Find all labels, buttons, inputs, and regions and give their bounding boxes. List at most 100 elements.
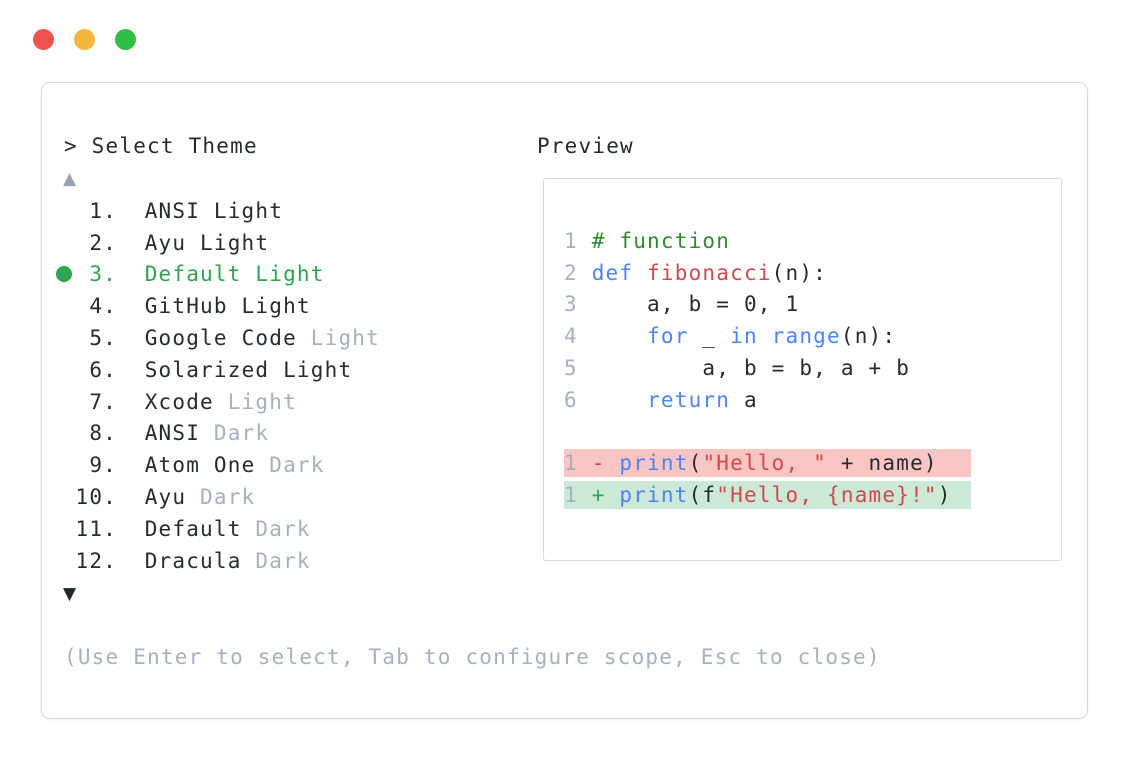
marker-spacer [56,513,76,545]
item-name: Google Code [144,326,297,351]
item-variant: Dark [213,421,270,446]
item-variant: Light [213,198,284,223]
marker-spacer [56,227,76,259]
item-name: ANSI [144,198,201,223]
code-token: in [730,324,758,349]
marker-spacer [56,195,76,227]
item-name: Solarized [144,357,270,382]
line-number: 1 [564,483,578,508]
item-number: 3. [89,262,117,287]
code-line: 4 for _ in range(n): [564,320,1061,352]
window-controls [33,29,136,50]
code-line: 3 a, b = 0, 1 [564,289,1061,321]
code-token: print [619,483,689,508]
item-name: Ayu [144,485,187,510]
code-token: return [647,387,731,412]
item-variant: Dark [255,548,311,573]
marker-spacer [56,418,76,450]
code-token: (n): [771,260,828,285]
item-variant: Dark [200,485,256,510]
marker-spacer [56,354,76,386]
code-token: ( [688,451,703,476]
diff-added-line: 1+ print(f"Hello, {name}!") [564,479,1061,511]
code-token: a, b = b, a + b [591,356,911,381]
item-number: 6. [89,357,117,382]
line-number: 1 [564,228,578,253]
code-token: def [591,260,634,285]
item-name: Default [144,516,242,541]
item-number: 9. [89,453,117,478]
marker-spacer [56,386,76,418]
theme-list-item[interactable]: 10. Ayu Dark [56,481,380,513]
code-token [633,261,647,285]
code-line: 6 return a [564,384,1061,416]
item-name: Dracula [144,548,242,573]
theme-list-item[interactable]: 11. Default Dark [56,513,380,545]
code-token: print [619,451,689,476]
item-name: GitHub [144,294,228,319]
traffic-light-minimize-button[interactable] [74,29,95,50]
line-number: 6 [564,387,578,412]
code-token: + [591,483,620,508]
theme-list-item[interactable]: 8. ANSI Dark [56,418,380,450]
item-number: 11. [75,516,118,541]
selected-item-dot-icon [56,259,76,291]
item-name: Default [144,262,242,287]
traffic-light-zoom-button[interactable] [115,29,136,50]
code-token: (n): [840,324,897,349]
diff-removed-line: 1- print("Hello, " + name) [564,448,1061,480]
item-number: 4. [89,294,117,319]
line-number: 1 [564,451,578,476]
code-token: "Hello, {name}!" [716,483,938,508]
item-name: ANSI [144,421,201,446]
traffic-light-close-button[interactable] [33,29,54,50]
scroll-up-icon[interactable]: ▲ [63,169,77,189]
code-token: a, b = 0, 1 [591,292,800,317]
item-number: 10. [75,485,118,510]
theme-list-item[interactable]: 6. Solarized Light [56,354,380,386]
item-variant: Dark [255,516,311,541]
code-line: 5 a, b = b, a + b [564,352,1061,384]
marker-spacer [56,481,76,513]
diff-highlight: 1- print("Hello, " + name) [564,449,971,478]
code-token: for [647,324,689,349]
code-token [592,388,647,412]
item-name: Ayu [144,230,187,255]
theme-list-item[interactable]: 12. Dracula Dark [56,545,380,577]
code-token: range [771,324,841,349]
marker-spacer [56,545,76,577]
code-token: + name) [827,451,938,476]
code-token [758,324,772,348]
item-name: Xcode [144,389,214,414]
code-line [564,416,1061,448]
code-line: 1# function [564,225,1061,257]
item-variant: Light [227,389,297,414]
code-token: "Hello, " [702,451,828,476]
item-number: 7. [89,389,117,414]
item-number: 12. [75,548,118,573]
scroll-down-icon[interactable]: ▼ [63,584,77,604]
line-number: 3 [564,292,578,317]
item-variant: Light [310,326,380,351]
code-token: - [591,451,620,476]
code-token: (f [688,483,717,508]
code-token: _ [688,324,731,349]
prompt-line: > Select Theme [64,134,258,158]
item-number: 8. [89,421,117,446]
item-variant: Dark [269,453,325,478]
theme-list-item[interactable]: 1. ANSI Light [56,195,380,227]
item-number: 1. [89,198,117,223]
help-hint: (Use Enter to select, Tab to configure s… [64,645,881,669]
item-variant: Light [283,357,353,382]
theme-list-item[interactable]: 7. Xcode Light [56,386,380,418]
marker-spacer [56,449,76,481]
code-token: fibonacci [647,260,772,285]
